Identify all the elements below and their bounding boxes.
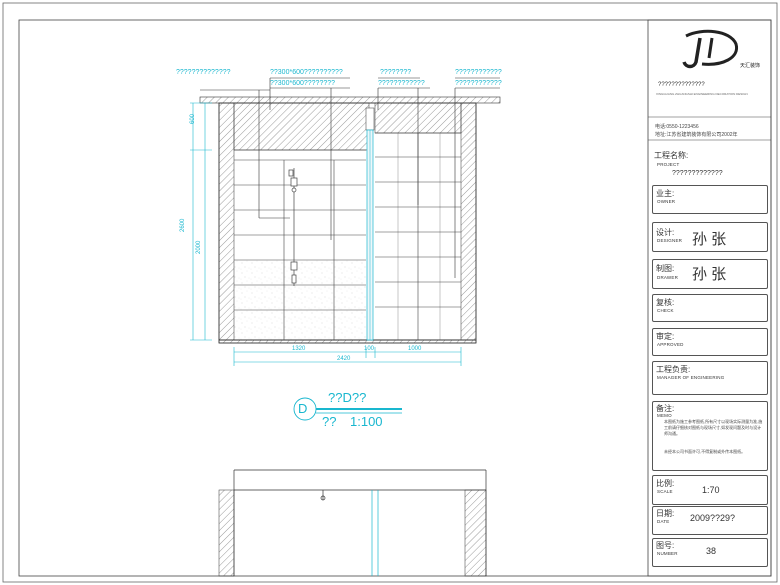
annotation-right-1: ???????????? [455, 69, 502, 76]
memo-cell [652, 401, 768, 471]
drawer-sublabel: DRAWER [657, 275, 679, 280]
manager-cell [652, 361, 768, 395]
date-value: 2009??29? [690, 513, 736, 523]
annotation-wall-tile-1: ??300*600?????????? [270, 69, 343, 76]
memo-label: 备注: [656, 404, 675, 413]
date-sublabel: DATE [657, 519, 670, 524]
check-cell [652, 294, 768, 322]
company-address: 地址:江苏省建筑装饰有限公司2002年 [655, 132, 738, 138]
approved-label: 审定: [656, 332, 675, 341]
memo-sublabel: MEMO [657, 413, 672, 418]
designer-sublabel: DESIGNER [657, 238, 683, 243]
annotation-wall-tile-2: ??300*600???????? [270, 80, 336, 87]
ceiling-zone-right [374, 102, 462, 134]
annotation-right-2: ???????????? [455, 80, 502, 87]
scale-sublabel: SCALE [657, 489, 673, 494]
drawer-cell [652, 259, 768, 289]
view-scale-prefix: ?? [322, 414, 337, 429]
number-label: 图号: [656, 541, 675, 550]
company-english: XINGGUANG ZHUANGSHI ENGINEERING DECORATI… [656, 92, 748, 96]
left-bay-tiles [234, 159, 366, 340]
designer-cell [652, 222, 768, 252]
company-phone: 电话:0550-1223456 [655, 124, 699, 130]
annotation-glass-2: ???????????? [378, 80, 425, 87]
project-sublabel: PROJECT [657, 162, 680, 167]
date-cell [652, 506, 768, 535]
memo-text-2: 未经本公司书面许可,不得复制或外传本图纸。 [664, 449, 746, 454]
lower-partial-drawing [218, 469, 487, 577]
drawer-label: 制图: [656, 264, 675, 273]
number-value: 38 [706, 546, 717, 556]
left-dimensions [190, 102, 212, 341]
dim-left-lower: 2000 [196, 240, 202, 254]
scale-value: 1:70 [702, 485, 720, 495]
project-label: 工程名称: [654, 151, 689, 160]
project-value: ????????????? [672, 170, 723, 177]
designer-label: 设计: [656, 228, 675, 237]
dim-bottom-right: 1000 [408, 346, 422, 352]
dim-left-top: 600 [190, 113, 196, 124]
dim-left-total: 2600 [180, 218, 186, 232]
date-label: 日期: [656, 509, 675, 518]
right-wall-hatch [460, 102, 477, 341]
bottom-dimensions [233, 347, 462, 366]
view-title: ??D?? [328, 390, 367, 405]
owner-label: 业主: [656, 189, 675, 198]
title-block-rows [648, 116, 771, 141]
manager-label: 工程负责: [656, 365, 691, 374]
owner-cell [652, 185, 768, 214]
designer-value: 孙 张 [692, 231, 727, 248]
manager-sublabel: MANAGER OF ENGINEERING [657, 375, 725, 380]
left-wall-hatch [218, 102, 235, 341]
scale-cell [652, 475, 768, 505]
dim-bottom-mid: 100 [364, 346, 375, 352]
ceiling-slab [199, 96, 501, 104]
dim-bottom-left: 1320 [292, 346, 306, 352]
number-cell [652, 538, 768, 567]
approved-sublabel: APPROVED [657, 342, 684, 347]
view-marker-letter: D [298, 401, 308, 416]
check-sublabel: CHECK [657, 308, 674, 313]
annotation-glass-1: ???????? [380, 69, 412, 76]
memo-text-1: 本图纸为施工参考图纸,所有尺寸以现场实际测量为准,施工前请仔细核对图纸与现场尺寸… [664, 419, 763, 436]
right-bay-tiles [375, 133, 461, 340]
view-scale: 1:100 [350, 414, 383, 429]
ceiling-zone-left [233, 102, 370, 151]
title-block-frame [647, 19, 772, 577]
annotation-ceiling-material: ?????????????? [176, 69, 231, 76]
drawer-value: 孙 张 [692, 266, 727, 283]
approved-cell [652, 328, 768, 356]
company-name: ?????????????? [658, 82, 705, 88]
logo-text: 天汇装饰 [740, 63, 761, 69]
scale-label: 比例: [656, 479, 675, 488]
dim-bottom-total: 2420 [337, 356, 351, 362]
company-logo [682, 29, 739, 69]
owner-sublabel: OWNER [657, 199, 676, 204]
check-label: 复核: [656, 298, 675, 307]
number-sublabel: NUMBER [657, 551, 678, 556]
shower-fixture [288, 168, 298, 286]
